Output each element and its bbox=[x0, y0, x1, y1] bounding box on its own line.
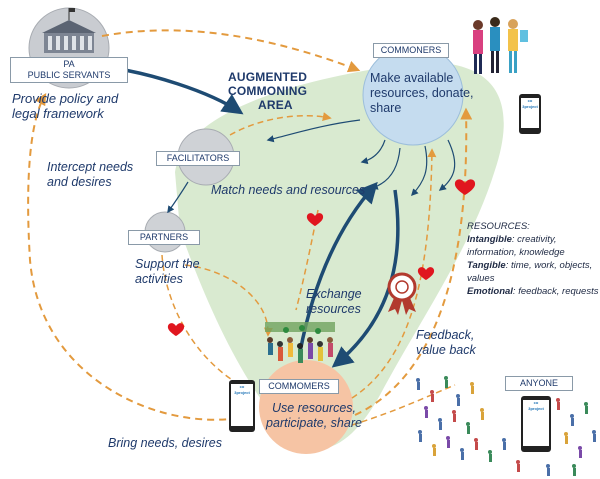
arrow-to-partners bbox=[167, 181, 189, 214]
people-group-top-icon bbox=[473, 17, 528, 74]
partners-label: PARTNERS bbox=[128, 230, 200, 245]
resources-legend: RESOURCES: Intangible: creativity, infor… bbox=[467, 220, 600, 298]
area-title-line: AREA bbox=[258, 98, 293, 112]
resources-intangible: Intangible: creativity, information, kno… bbox=[467, 233, 600, 259]
app-logo-line: 3project bbox=[234, 390, 250, 395]
commoners-top-description-line: share bbox=[370, 101, 402, 115]
feedback-line: value back bbox=[416, 343, 476, 357]
exchange-resources-line: resources bbox=[306, 302, 361, 316]
feedback-label: Feedback, value back bbox=[416, 328, 476, 358]
arrow-top-1 bbox=[360, 139, 386, 165]
arrow-to-facilitators bbox=[266, 119, 361, 143]
area-title-line: COMMONING bbox=[228, 84, 308, 98]
facilitators-description: Match needs and resources bbox=[211, 183, 366, 197]
intercept-needs-line: Intercept needs bbox=[47, 160, 134, 174]
exchange-resources-line: Exchange bbox=[306, 287, 362, 301]
commoners-top-description-line: resources, donate, bbox=[370, 86, 474, 100]
area-title: AUGMENTED COMMONING AREA bbox=[228, 70, 307, 112]
arrow-top-3 bbox=[411, 145, 428, 197]
resources-heading: RESOURCES: bbox=[467, 221, 530, 232]
dashed-bring-needs bbox=[351, 384, 456, 426]
dashed-pa-to-commoners bbox=[101, 29, 361, 73]
commoners-bottom-description-line: participate, share bbox=[266, 416, 362, 430]
resources-intangible-label: Intangible bbox=[467, 234, 512, 245]
partners-description-line: activities bbox=[135, 272, 183, 286]
award-ribbon-icon bbox=[387, 272, 417, 315]
bring-needs-label: Bring needs, desires bbox=[108, 436, 222, 450]
app-logo-line: co bbox=[239, 384, 245, 389]
crowd-anyone-icon bbox=[416, 376, 596, 476]
app-logo-line: co bbox=[527, 98, 533, 103]
dashed-feedback-2 bbox=[354, 107, 473, 416]
pa-description-line: Provide policy and bbox=[12, 91, 119, 106]
partners-description-line: Support the bbox=[135, 257, 200, 271]
resources-tangible: Tangible: time, work, objects, values bbox=[467, 259, 600, 285]
intercept-needs-line: and desires bbox=[47, 175, 112, 189]
heart-icon bbox=[417, 267, 435, 280]
pa-description: Provide policy and legal framework bbox=[12, 91, 118, 121]
arrow-top-4 bbox=[438, 139, 456, 191]
app-logo-line: 3project bbox=[528, 406, 544, 411]
commoners-top-description-line: Make available bbox=[370, 71, 454, 85]
commoners-bottom-description: Use resources, participate, share bbox=[264, 401, 364, 431]
resources-emotional: Emotional: feedback, requests bbox=[467, 285, 600, 298]
pa-description-line: legal framework bbox=[12, 106, 104, 121]
dashed-partners-loop bbox=[184, 264, 273, 337]
heart-icon bbox=[454, 179, 476, 195]
exchange-resources-label: Exchange resources bbox=[306, 287, 362, 317]
area-title-line: AUGMENTED bbox=[228, 70, 308, 84]
crowd-bottom-icon bbox=[265, 322, 335, 363]
resources-tangible-label: Tangible bbox=[467, 260, 506, 271]
heart-icon bbox=[306, 213, 324, 226]
building-icon bbox=[42, 8, 96, 53]
pa-label: PA bbox=[63, 59, 75, 69]
app-logo-line: 3project bbox=[522, 104, 538, 109]
feedback-line: Feedback, bbox=[416, 328, 475, 342]
heart-icon bbox=[167, 323, 185, 336]
pa-label: PUBLIC SERVANTS bbox=[27, 70, 111, 80]
resources-emotional-label: Emotional bbox=[467, 286, 513, 297]
dashed-facilitators-area bbox=[229, 112, 332, 136]
commoners-bottom-label: COMMOMERS bbox=[259, 379, 339, 394]
intercept-needs-label: Intercept needs and desires bbox=[47, 160, 133, 190]
commoning-area-shape bbox=[175, 61, 504, 449]
resources-emotional-text: : feedback, requests bbox=[512, 286, 599, 297]
resources-intangible-text: : creativity, information, knowledge bbox=[467, 234, 565, 258]
facilitators-label: FACILITATORS bbox=[156, 151, 240, 166]
resources-tangible-text: : time, work, objects, values bbox=[467, 260, 593, 284]
partners-description: Support the activities bbox=[135, 257, 200, 287]
commoners-top-description: Make available resources, donate, share bbox=[370, 71, 480, 116]
app-logo-line: co bbox=[533, 400, 539, 405]
pa-label-box: PA PUBLIC SERVANTS bbox=[10, 57, 128, 83]
anyone-label: ANYONE bbox=[505, 376, 573, 391]
dashed-intercept-loop bbox=[27, 92, 239, 421]
commoners-top-label: COMMONERS bbox=[373, 43, 449, 58]
commoners-bottom-description-line: Use resources, bbox=[271, 401, 357, 415]
